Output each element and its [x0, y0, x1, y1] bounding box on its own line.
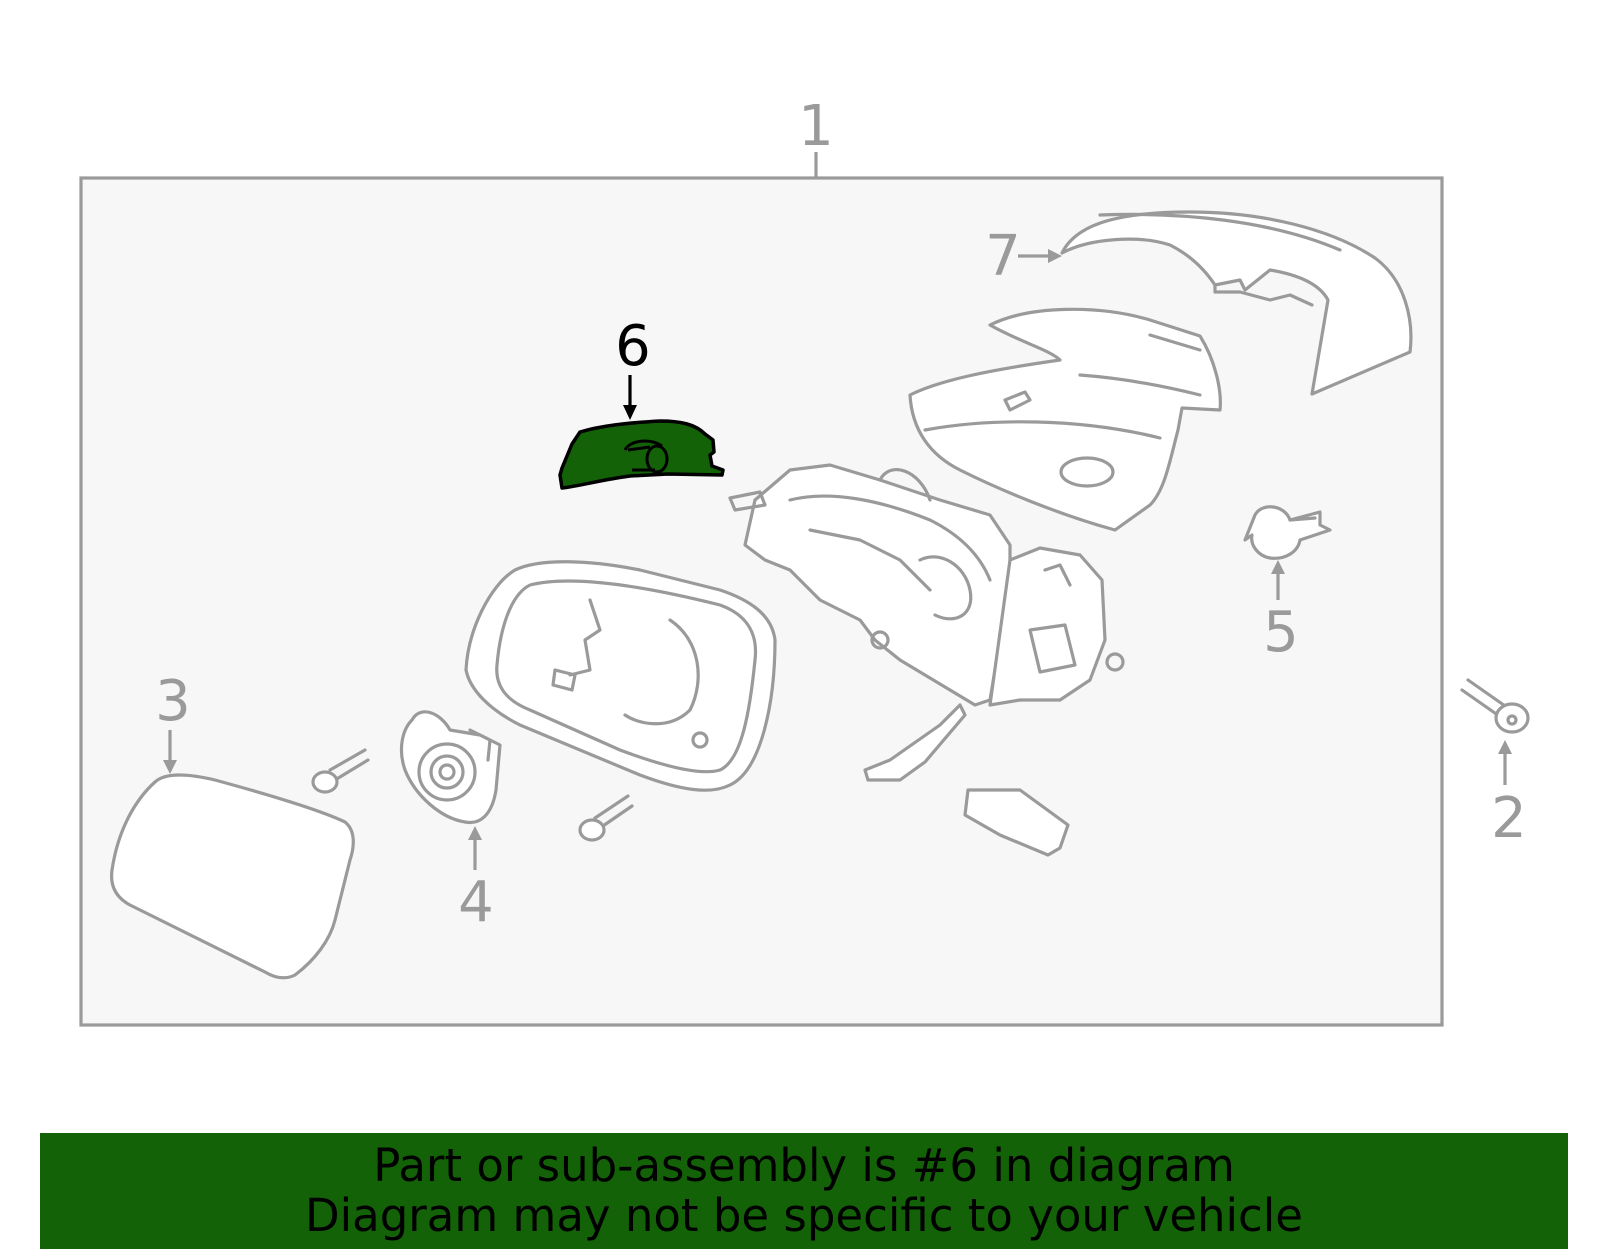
- lower-trim-piece: [863, 703, 967, 782]
- callout-3: 3: [155, 669, 191, 734]
- callout-5-arrowhead: [1271, 560, 1285, 574]
- callout-3-arrowhead: [163, 760, 177, 774]
- part-7-mirror-cap: [1060, 210, 1413, 396]
- part-3-mirror-glass: [109, 773, 355, 980]
- callout-4: 4: [458, 870, 494, 935]
- callout-7-arrowhead: [1048, 249, 1062, 263]
- callout-7: 7: [985, 224, 1021, 289]
- screw-a: [311, 748, 370, 794]
- callout-2: 2: [1491, 786, 1527, 851]
- screw-b: [578, 794, 634, 842]
- banner-disclaimer-line: Diagram may not be specific to your vehi…: [305, 1189, 1303, 1242]
- callout-2-arrowhead: [1498, 740, 1512, 754]
- callout-5: 5: [1263, 600, 1299, 665]
- mirror-backing-plate: [464, 560, 777, 792]
- banner-part-line: Part or sub-assembly is #6 in diagram: [373, 1139, 1235, 1192]
- part-6-highlighted: [558, 419, 725, 490]
- part-5-connector: [1243, 505, 1332, 560]
- mirror-housing: [908, 307, 1222, 532]
- part-4-actuator: [399, 710, 502, 825]
- callout-1: 1: [798, 94, 834, 159]
- mirror-bracket-assembly: [728, 463, 1125, 707]
- callout-4-arrowhead: [468, 826, 482, 840]
- callout-6-arrowhead: [623, 405, 637, 420]
- callout-6: 6: [615, 314, 651, 379]
- lamp-lens: [963, 788, 1070, 857]
- info-banner: Part or sub-assembly is #6 in diagram Di…: [40, 1133, 1568, 1249]
- part-2-bolt: [1460, 678, 1530, 734]
